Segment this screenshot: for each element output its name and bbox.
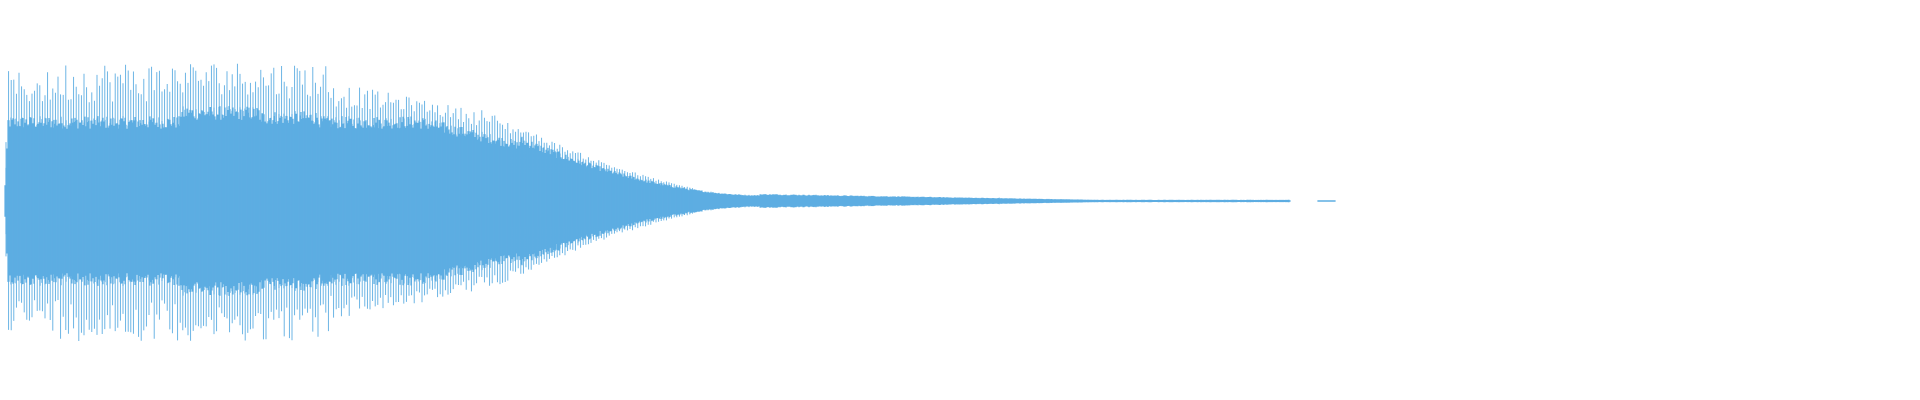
waveform-peaks	[5, 63, 1335, 341]
waveform-peaks-path	[5, 63, 1000, 341]
